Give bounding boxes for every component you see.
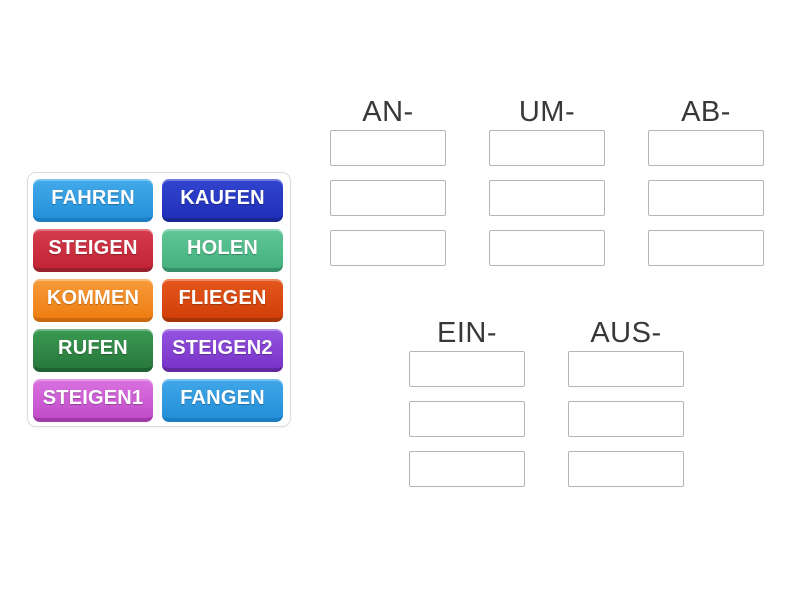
group-um: UM- <box>489 94 605 280</box>
drop-slot-um-2[interactable] <box>489 180 605 216</box>
group-ab: AB- <box>648 94 764 280</box>
word-tile-fliegen[interactable]: FLIEGEN <box>162 279 283 322</box>
word-tile-kaufen[interactable]: KAUFEN <box>162 179 283 222</box>
word-tile-holen[interactable]: HOLEN <box>162 229 283 272</box>
word-tile-kommen[interactable]: KOMMEN <box>33 279 153 322</box>
drop-slot-an-3[interactable] <box>330 230 446 266</box>
group-header-an: AN- <box>362 96 414 128</box>
drop-slot-um-1[interactable] <box>489 130 605 166</box>
drop-slot-ein-3[interactable] <box>409 451 525 487</box>
word-tile-steigen[interactable]: STEIGEN <box>33 229 153 272</box>
drop-slot-aus-1[interactable] <box>568 351 684 387</box>
drop-slot-aus-2[interactable] <box>568 401 684 437</box>
group-header-ein: EIN- <box>437 317 497 349</box>
group-ein: EIN- <box>409 315 525 501</box>
drop-slot-ab-1[interactable] <box>648 130 764 166</box>
group-header-um: UM- <box>518 96 576 128</box>
drop-slot-ein-1[interactable] <box>409 351 525 387</box>
group-header-ab: AB- <box>681 96 731 128</box>
drop-slot-um-3[interactable] <box>489 230 605 266</box>
word-tile-rufen[interactable]: RUFEN <box>33 329 153 372</box>
word-tile-steigen2[interactable]: STEIGEN2 <box>162 329 283 372</box>
group-header-aus: AUS- <box>590 317 662 349</box>
drop-slot-an-2[interactable] <box>330 180 446 216</box>
drop-slot-aus-3[interactable] <box>568 451 684 487</box>
group-an: AN- <box>330 94 446 280</box>
drop-slot-ab-3[interactable] <box>648 230 764 266</box>
drop-slot-ein-2[interactable] <box>409 401 525 437</box>
drop-slot-ab-2[interactable] <box>648 180 764 216</box>
word-tile-fahren[interactable]: FAHREN <box>33 179 153 222</box>
word-tile-fangen[interactable]: FANGEN <box>162 379 283 422</box>
drop-slot-an-1[interactable] <box>330 130 446 166</box>
group-aus: AUS- <box>568 315 684 501</box>
word-tile-steigen1[interactable]: STEIGEN1 <box>33 379 153 422</box>
